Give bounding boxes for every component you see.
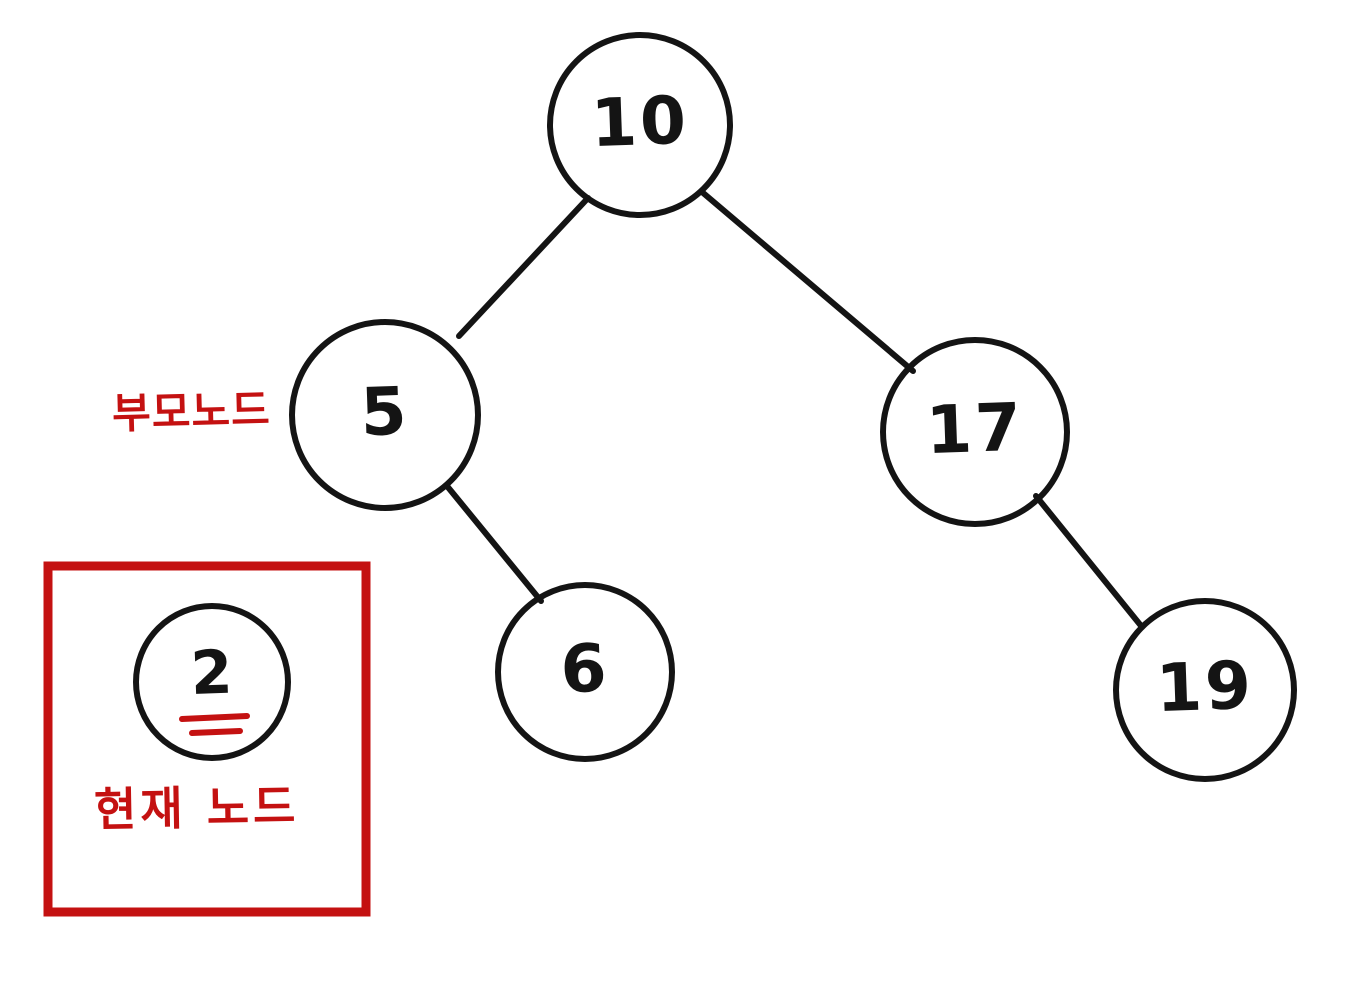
node-10-circle bbox=[547, 32, 733, 218]
node-6-circle bbox=[495, 582, 675, 762]
current-value-underline-2 bbox=[189, 728, 243, 736]
edge-10-5 bbox=[456, 195, 591, 339]
node-2-value: 2 bbox=[189, 637, 237, 709]
parent-node-label: 부모노드 bbox=[111, 384, 272, 439]
node-5-circle bbox=[289, 319, 481, 511]
current-value-underline bbox=[179, 713, 250, 722]
node-2-circle bbox=[133, 603, 291, 761]
node-6-value: 6 bbox=[559, 629, 611, 709]
node-19-circle bbox=[1113, 598, 1297, 782]
node-10-value: 10 bbox=[589, 81, 691, 163]
node-19-value: 19 bbox=[1154, 646, 1256, 728]
edge-5-6 bbox=[444, 483, 544, 604]
node-17-value: 17 bbox=[924, 388, 1026, 470]
current-node-highlight-box bbox=[43, 561, 371, 917]
current-node-label: 현재 노드 bbox=[93, 779, 300, 837]
node-17-circle bbox=[880, 337, 1070, 527]
edge-10-17 bbox=[699, 189, 916, 374]
node-5-value: 5 bbox=[359, 372, 411, 452]
edge-17-19 bbox=[1033, 493, 1145, 630]
